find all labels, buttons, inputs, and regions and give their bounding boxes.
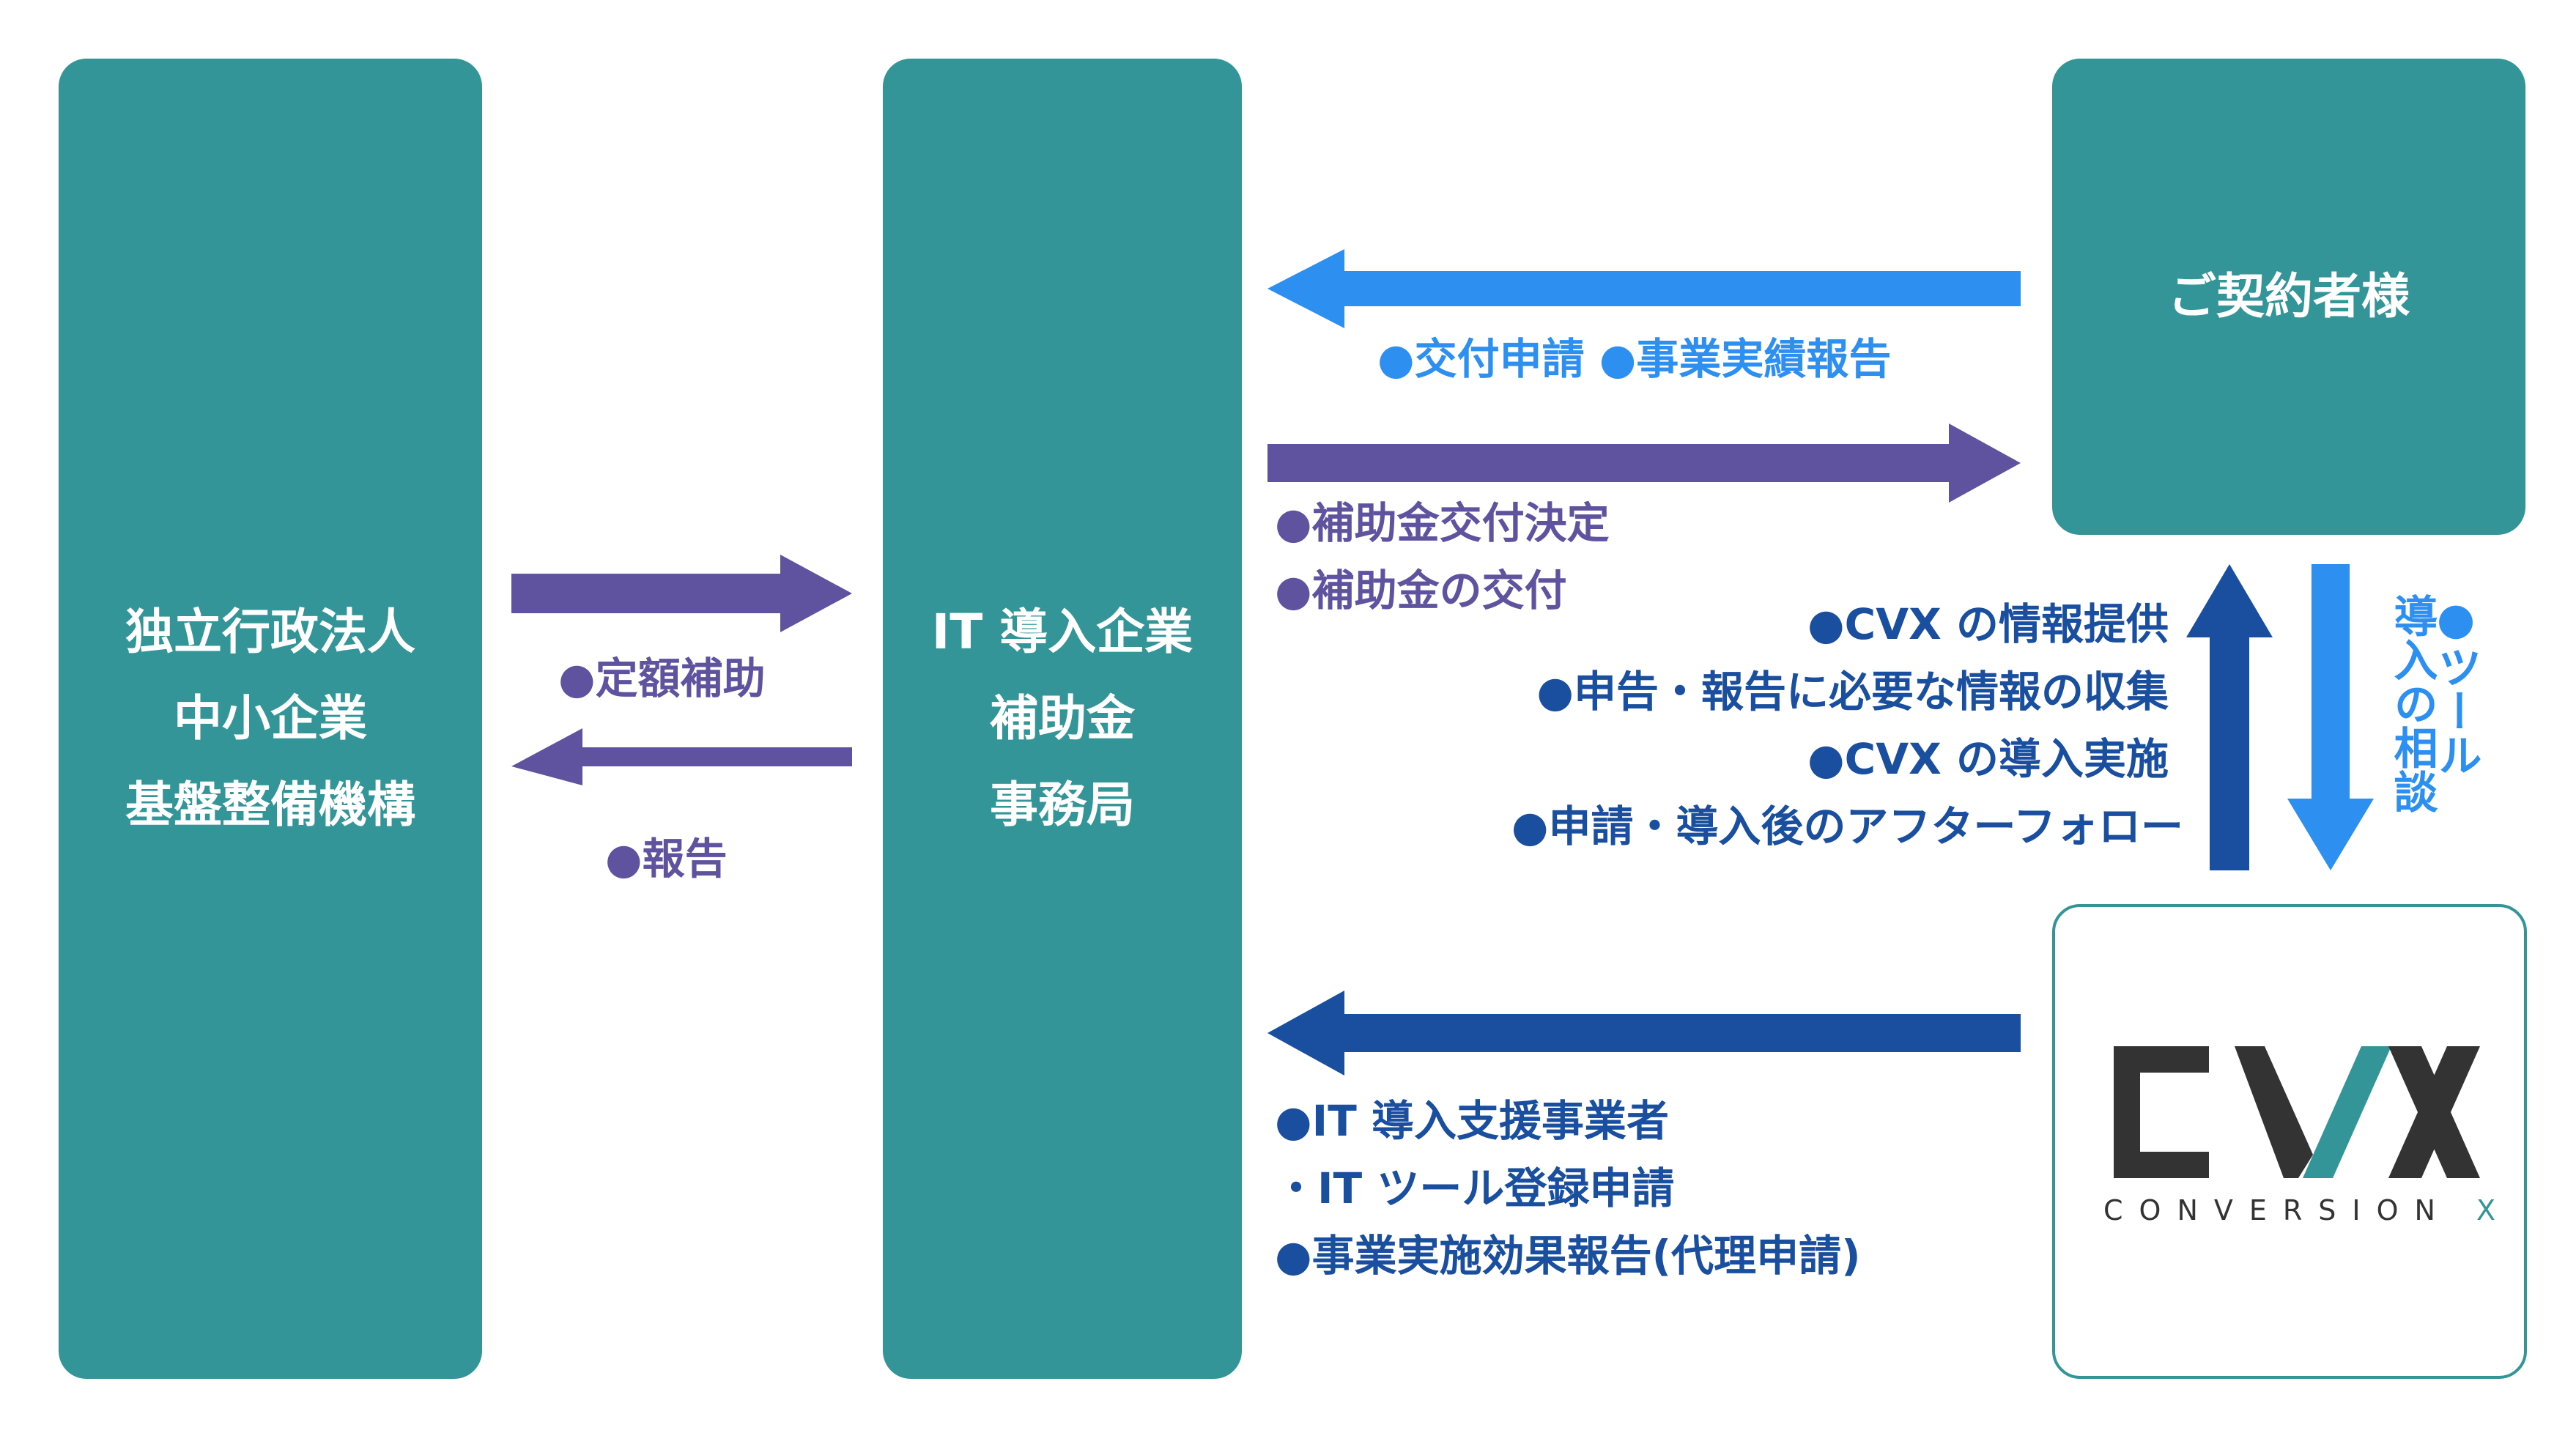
cvx-logo-c — [2114, 1046, 2209, 1178]
it-subsidy-office-box: IT 導入企業 補助金 事務局 — [883, 59, 1242, 1379]
consult-label: ●ツール導入の相談 — [2386, 593, 2481, 813]
client-label: ご契約者様 — [2168, 268, 2410, 325]
consult-label-1: ●ツール — [2430, 593, 2481, 777]
subsidy-label: ●定額補助 — [558, 654, 766, 703]
smrj-box: 独立行政法人 中小企業 基盤整備機構 — [59, 59, 482, 1379]
cvx-logo-box: CONVERSION X — [2052, 904, 2527, 1379]
smrj-line-1: 独立行政法人 — [125, 604, 415, 660]
subsidy-arrow — [511, 555, 852, 632]
application-arrow — [1267, 249, 2021, 328]
decision-arrow — [1267, 423, 2021, 503]
smrj-line-2: 中小企業 — [174, 690, 367, 747]
application-label: ●交付申請 ●事業実績報告 — [1377, 334, 1892, 384]
support-label-3: ●CVX の導入実施 — [1807, 734, 2169, 784]
vendor-arrow — [1267, 991, 2021, 1076]
vendor-label-1: ●IT 導入支援事業者 — [1275, 1096, 1669, 1146]
cvx-logo — [2114, 1046, 2480, 1178]
cvx-logo-v-right — [2303, 1046, 2391, 1178]
consult-label-2: 導入の相談 — [2386, 593, 2438, 813]
cvx-sub-x: X — [2476, 1194, 2512, 1226]
cvx-logo-subtitle: CONVERSION X — [2103, 1194, 2495, 1226]
support-label-1: ●CVX の情報提供 — [1807, 599, 2169, 649]
support-label-2: ●申告・報告に必要な情報の収集 — [1536, 667, 2169, 717]
vendor-label-3: ●事業実施効果報告(代理申請) — [1275, 1231, 1861, 1281]
consult-arrow — [2287, 564, 2374, 870]
office-line-2: 補助金 — [990, 690, 1135, 747]
office-line-1: IT 導入企業 — [931, 604, 1193, 660]
cvx-sub-main: CONVERSION — [2103, 1194, 2477, 1226]
report-label: ●報告 — [605, 834, 728, 884]
office-line-3: 事務局 — [990, 777, 1135, 833]
cvx-info-arrow — [2186, 564, 2273, 870]
report-arrow — [511, 728, 852, 785]
decision-label-2: ●補助金の交付 — [1275, 566, 1567, 615]
smrj-line-3: 基盤整備機構 — [125, 777, 415, 833]
client-box: ご契約者様 — [2052, 59, 2525, 535]
decision-label-1: ●補助金交付決定 — [1275, 498, 1610, 548]
cvx-logo-x-b — [2388, 1046, 2480, 1178]
cvx-logo-v-left — [2235, 1046, 2313, 1178]
vendor-label-2: ・IT ツール登録申請 — [1275, 1163, 1675, 1213]
support-label-4: ●申請・導入後のアフターフォロー — [1511, 802, 2183, 851]
